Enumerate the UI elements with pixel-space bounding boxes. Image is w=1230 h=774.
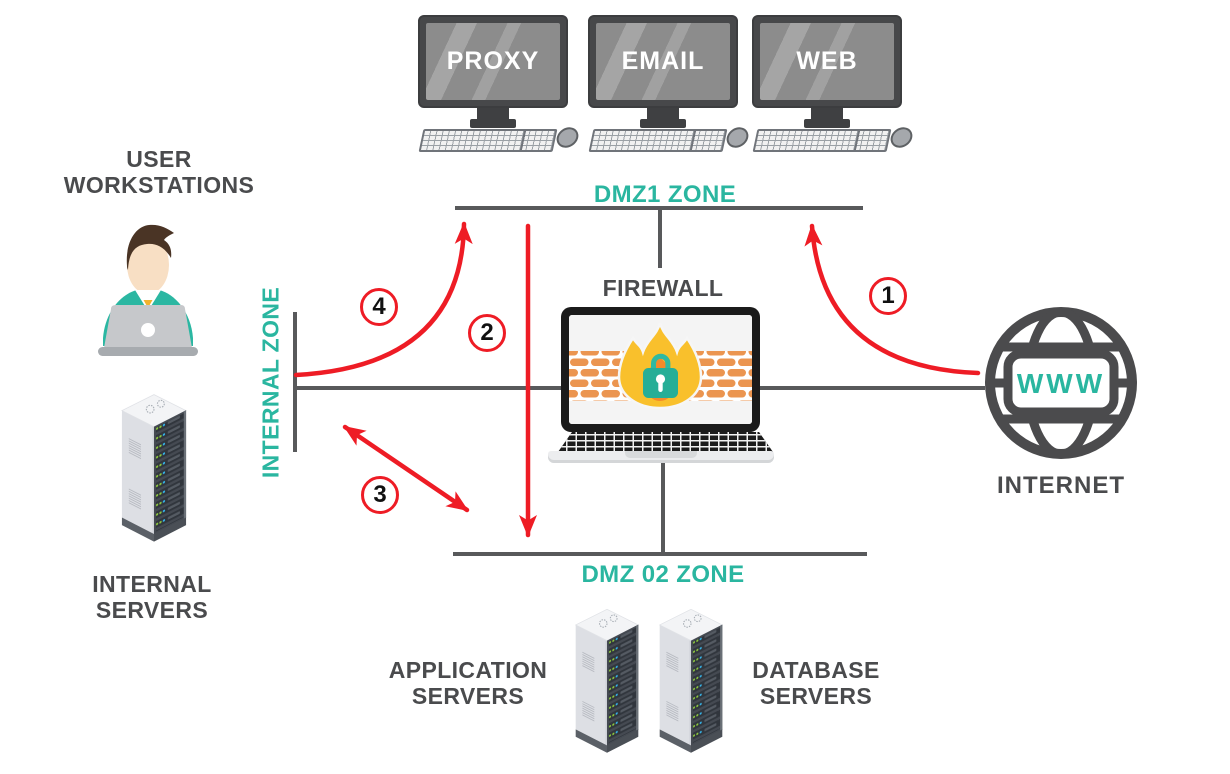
mouse-icon xyxy=(886,123,917,152)
monitor-stand-icon xyxy=(477,108,509,120)
dmz1-zone-label: DMZ1 ZONE xyxy=(593,181,737,208)
monitor-foot-icon xyxy=(804,119,850,128)
monitor-icon: PROXY xyxy=(418,15,568,108)
keyboard-icon xyxy=(588,129,728,152)
email-server-node: EMAIL xyxy=(588,15,753,153)
flow-2-badge: 2 xyxy=(468,314,506,352)
proxy-label: PROXY xyxy=(446,47,540,75)
flow-arrow-3 xyxy=(342,424,470,513)
mouse-icon xyxy=(722,123,753,152)
monitor-foot-icon xyxy=(470,119,516,128)
monitor-screen: PROXY xyxy=(426,23,560,100)
monitor-icon: WEB xyxy=(752,15,902,108)
application-server-rack-icon xyxy=(566,594,648,764)
www-badge: WWW xyxy=(1017,368,1105,399)
flow-1-badge: 1 xyxy=(869,277,907,315)
web-server-node: WEB xyxy=(752,15,917,153)
application-servers-label: APPLICATION SERVERS xyxy=(388,657,548,710)
monitor-screen: EMAIL xyxy=(596,23,730,100)
flow-4-badge: 4 xyxy=(360,288,398,326)
monitor-stand-icon xyxy=(647,108,679,120)
dmz2-zone-label: DMZ 02 ZONE xyxy=(581,561,745,588)
email-label: EMAIL xyxy=(621,47,705,75)
firewall-screen xyxy=(569,315,752,424)
firewall-art xyxy=(569,315,752,424)
flow-arrow-1 xyxy=(804,223,981,376)
monitor-icon: EMAIL xyxy=(588,15,738,108)
internal-server-rack-icon xyxy=(112,380,196,552)
internal-servers-label: INTERNAL SERVERS xyxy=(92,571,212,624)
internal-zone-label: INTERNAL ZONE xyxy=(257,286,284,479)
database-servers-label: DATABASE SERVERS xyxy=(752,657,880,710)
mouse-icon xyxy=(552,123,583,152)
monitor-screen: WEB xyxy=(760,23,894,100)
firewall-keyboard-icon xyxy=(558,432,773,452)
firewall-trackpad-icon xyxy=(625,451,697,458)
internet-label: INTERNET xyxy=(997,472,1125,499)
keyboard-icon xyxy=(418,129,558,152)
keyboard-icon xyxy=(752,129,892,152)
flow-3-badge: 3 xyxy=(361,476,399,514)
internet-globe-icon: WWW xyxy=(985,307,1137,459)
monitor-stand-icon xyxy=(811,108,843,120)
firewall-icon xyxy=(561,307,760,432)
firewall-label: FIREWALL xyxy=(602,275,724,301)
flow-arrow-4 xyxy=(293,221,473,378)
monitor-foot-icon xyxy=(640,119,686,128)
proxy-server-node: PROXY xyxy=(418,15,583,153)
web-label: WEB xyxy=(796,47,858,75)
padlock-icon xyxy=(643,353,678,398)
user-workstations-label: USER WORKSTATIONS xyxy=(63,146,255,199)
user-icon xyxy=(98,224,198,356)
